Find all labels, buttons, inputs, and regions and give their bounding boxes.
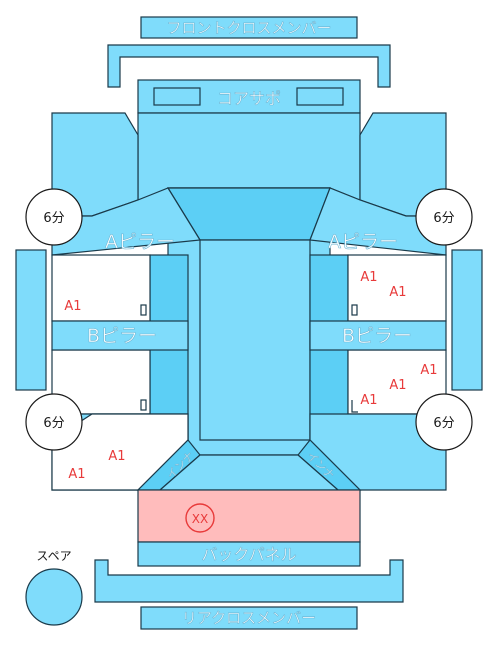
front-bumper-reinforcement[interactable] (107, 44, 391, 88)
left-rear-quarter-mark-2: A1 (68, 467, 85, 482)
left-a-pillar-label: Aピラー (105, 231, 175, 253)
core-support[interactable] (137, 79, 361, 114)
front-cross-member[interactable] (140, 16, 358, 39)
rear-left-tire-label: 6分 (43, 416, 64, 431)
right-rear-door-handle (351, 400, 358, 413)
rear-cross-member[interactable] (140, 606, 358, 630)
front-left-tire[interactable] (25, 188, 83, 246)
trunk-floor-xx-label: XX (192, 512, 208, 526)
right-b-pillar-label: Bピラー (342, 325, 412, 347)
rear-bumper-reinforcement[interactable] (94, 559, 404, 603)
rear-right-tire[interactable] (415, 393, 473, 451)
trunk-floor-xx-mark (185, 503, 215, 533)
rear-right-tire-label: 6分 (433, 416, 454, 431)
core-support-label: コアサポ (217, 89, 281, 108)
front-right-tire-label: 6分 (433, 211, 454, 226)
right-front-door-handle (351, 304, 358, 316)
right-rear-door-mark-3: A1 (360, 393, 377, 408)
hood[interactable] (137, 112, 361, 201)
right-front-door[interactable] (347, 254, 447, 322)
right-b-pillar[interactable] (309, 320, 447, 351)
left-front-door-mark: A1 (64, 299, 81, 314)
rear-left-tire[interactable] (25, 393, 83, 451)
left-front-door-handle (140, 304, 147, 316)
right-a-pillar-label: Aピラー (328, 231, 398, 253)
back-panel-label: バックパネル (201, 545, 296, 564)
spare-tire[interactable] (25, 568, 83, 626)
right-side-sill[interactable] (451, 249, 483, 391)
core-support-left-opening (153, 87, 201, 106)
right-front-door-mark-2: A1 (389, 285, 406, 300)
left-rear-quarter-mark-1: A1 (108, 449, 125, 464)
left-b-pillar-label: Bピラー (87, 325, 157, 347)
roof-panel[interactable] (199, 239, 311, 441)
front-left-tire-label: 6分 (43, 211, 64, 226)
left-rear-door-handle (140, 399, 147, 411)
spare-label: スペア (36, 549, 71, 563)
trunk-floor[interactable] (137, 489, 361, 543)
back-panel[interactable] (137, 541, 361, 567)
left-front-door[interactable] (51, 254, 151, 322)
core-support-right-opening (296, 87, 344, 106)
front-right-tire[interactable] (415, 188, 473, 246)
right-rear-door-mark-1: A1 (420, 363, 437, 378)
left-b-pillar[interactable] (51, 320, 189, 351)
front-cross-member-label: フロントクロスメンバー (166, 19, 331, 37)
rear-cross-member-label: リアクロスメンバー (182, 609, 316, 627)
right-front-door-mark-1: A1 (360, 270, 377, 285)
left-side-sill[interactable] (15, 249, 47, 391)
right-rear-door-mark-2: A1 (389, 378, 406, 393)
